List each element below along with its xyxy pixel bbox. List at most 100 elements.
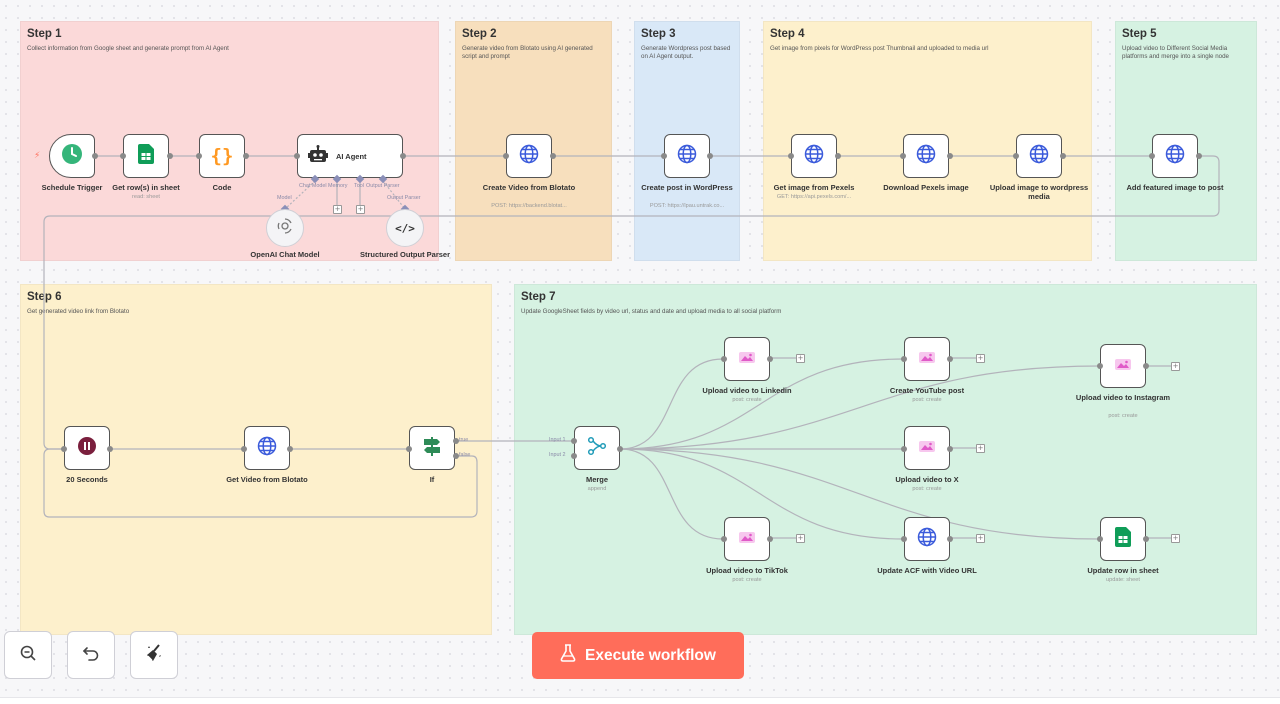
node-structured-output-parser[interactable]: </> xyxy=(386,209,424,247)
node-label: Upload video to TikTok xyxy=(706,566,788,575)
node-update-row[interactable] xyxy=(1100,517,1146,561)
add-after-instagram-button[interactable]: + xyxy=(1171,362,1180,371)
node-upload-linkedin[interactable] xyxy=(724,337,770,381)
node-if[interactable] xyxy=(409,426,455,470)
node-code[interactable]: {} xyxy=(199,134,245,178)
add-after-linkedin-button[interactable]: + xyxy=(796,354,805,363)
output-handle[interactable] xyxy=(947,446,953,452)
output-handle[interactable] xyxy=(617,446,623,452)
openai-icon xyxy=(276,217,294,240)
output-handle[interactable] xyxy=(400,153,406,159)
input-handle[interactable] xyxy=(1097,363,1103,369)
blotato-icon xyxy=(918,438,936,459)
output-handle[interactable] xyxy=(167,153,173,159)
add-after-tiktok-button[interactable]: + xyxy=(796,534,805,543)
node-subtitle: update: sheet xyxy=(1106,577,1140,583)
output-handle-true[interactable] xyxy=(453,438,459,444)
node-get-video[interactable] xyxy=(244,426,290,470)
node-label: Add featured image to post xyxy=(1126,183,1224,192)
add-after-acf-button[interactable]: + xyxy=(976,534,985,543)
input-handle[interactable] xyxy=(503,153,509,159)
input-handle[interactable] xyxy=(901,536,907,542)
port-label-chat-model: Chat Model xyxy=(299,183,327,189)
sticky-description: Generate Wordpress post based on AI Agen… xyxy=(641,45,731,60)
input-handle[interactable] xyxy=(1097,536,1103,542)
input-handle-1[interactable] xyxy=(571,438,577,444)
input-handle[interactable] xyxy=(900,153,906,159)
node-label: Update ACF with Video URL xyxy=(877,566,977,575)
node-upload-instagram[interactable] xyxy=(1100,344,1146,388)
pause-icon xyxy=(78,436,96,460)
node-create-video[interactable] xyxy=(506,134,552,178)
node-label: Upload video to Instagram xyxy=(1075,393,1171,402)
input-handle[interactable] xyxy=(661,153,667,159)
input-handle[interactable] xyxy=(1013,153,1019,159)
broom-icon xyxy=(144,643,164,668)
zoom-out-button[interactable] xyxy=(4,631,52,679)
blotato-icon xyxy=(738,349,756,370)
node-label: OpenAI Chat Model xyxy=(250,250,320,259)
node-upload-tiktok[interactable] xyxy=(724,517,770,561)
add-tool-button[interactable]: + xyxy=(356,205,365,214)
node-merge[interactable] xyxy=(574,426,620,470)
add-after-youtube-button[interactable]: + xyxy=(976,354,985,363)
output-handle-false[interactable] xyxy=(453,453,459,459)
output-handle[interactable] xyxy=(947,153,953,159)
add-memory-button[interactable]: + xyxy=(333,205,342,214)
output-handle[interactable] xyxy=(1060,153,1066,159)
add-after-x-button[interactable]: + xyxy=(976,444,985,453)
output-handle[interactable] xyxy=(243,153,249,159)
node-create-post[interactable] xyxy=(664,134,710,178)
input-handle[interactable] xyxy=(61,446,67,452)
add-after-update-row-button[interactable]: + xyxy=(1171,534,1180,543)
node-get-rows[interactable] xyxy=(123,134,169,178)
output-handle[interactable] xyxy=(92,153,98,159)
input-handle[interactable] xyxy=(120,153,126,159)
input-handle[interactable] xyxy=(196,153,202,159)
node-schedule-trigger[interactable] xyxy=(49,134,95,178)
input-handle[interactable] xyxy=(788,153,794,159)
node-featured-image[interactable] xyxy=(1152,134,1198,178)
input-handle[interactable] xyxy=(1149,153,1155,159)
output-handle[interactable] xyxy=(835,153,841,159)
tidy-up-button[interactable] xyxy=(130,631,178,679)
node-openai-chat-model[interactable] xyxy=(266,209,304,247)
node-subtitle: post: create xyxy=(1108,413,1138,419)
output-handle[interactable] xyxy=(947,356,953,362)
input-handle[interactable] xyxy=(294,153,300,159)
node-label: Code xyxy=(212,183,232,192)
output-handle[interactable] xyxy=(550,153,556,159)
execute-workflow-button[interactable]: Execute workflow xyxy=(532,632,744,679)
merge-icon xyxy=(587,436,607,461)
node-ai-agent[interactable]: AI Agent xyxy=(297,134,403,178)
blotato-icon xyxy=(738,529,756,550)
output-handle[interactable] xyxy=(767,356,773,362)
output-handle[interactable] xyxy=(287,446,293,452)
node-create-youtube[interactable] xyxy=(904,337,950,381)
output-handle[interactable] xyxy=(107,446,113,452)
input-handle[interactable] xyxy=(721,356,727,362)
output-handle[interactable] xyxy=(1143,536,1149,542)
input-handle[interactable] xyxy=(406,446,412,452)
node-upload-x[interactable] xyxy=(904,426,950,470)
input-handle-2[interactable] xyxy=(571,453,577,459)
node-update-acf[interactable] xyxy=(904,517,950,561)
node-wait[interactable] xyxy=(64,426,110,470)
output-handle[interactable] xyxy=(1196,153,1202,159)
input-handle[interactable] xyxy=(241,446,247,452)
output-handle[interactable] xyxy=(707,153,713,159)
output-handle[interactable] xyxy=(947,536,953,542)
node-label: AI Agent xyxy=(336,151,367,161)
undo-button[interactable] xyxy=(67,631,115,679)
output-handle[interactable] xyxy=(1143,363,1149,369)
input-handle[interactable] xyxy=(901,446,907,452)
node-download-image[interactable] xyxy=(903,134,949,178)
code-icon: </> xyxy=(395,221,415,235)
input-handle[interactable] xyxy=(721,536,727,542)
node-upload-image[interactable] xyxy=(1016,134,1062,178)
node-get-image[interactable] xyxy=(791,134,837,178)
node-subtitle: post: create xyxy=(732,577,762,583)
input-handle[interactable] xyxy=(901,356,907,362)
output-handle[interactable] xyxy=(767,536,773,542)
